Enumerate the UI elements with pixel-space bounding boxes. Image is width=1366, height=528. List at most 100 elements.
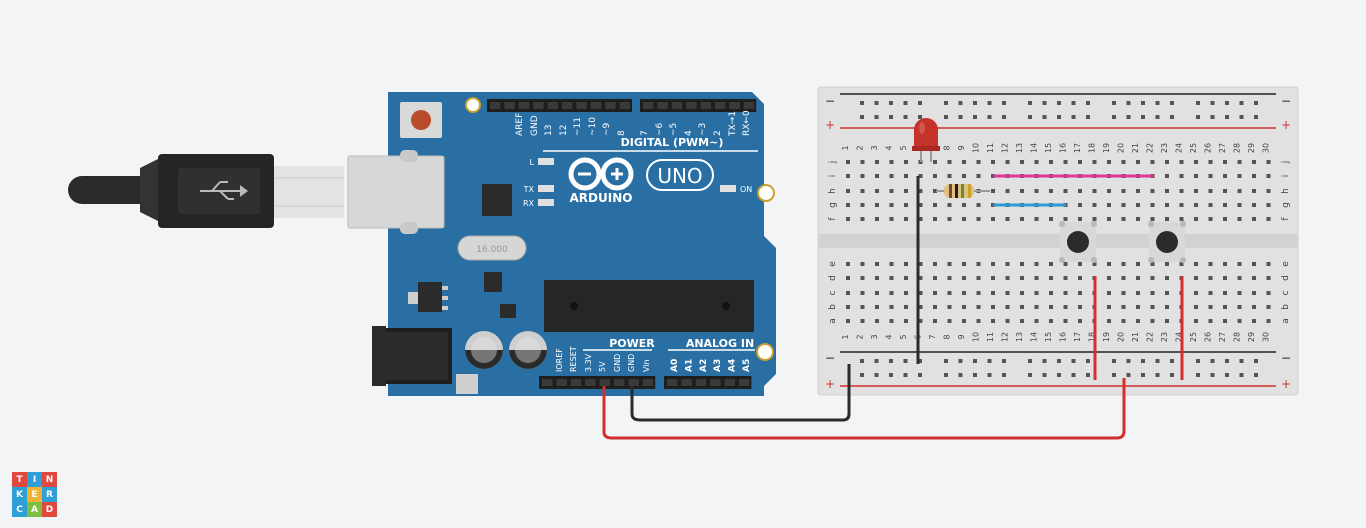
breadboard-hole[interactable] [904,319,908,323]
breadboard-hole[interactable] [904,203,908,207]
rail-hole[interactable] [1126,115,1131,119]
breadboard-hole[interactable] [1136,291,1140,295]
breadboard-hole[interactable] [1150,189,1155,193]
breadboard-hole[interactable] [904,276,908,280]
breadboard-hole[interactable] [860,262,865,266]
rail-hole[interactable] [889,115,893,119]
breadboard-hole[interactable] [918,262,923,266]
breadboard-hole[interactable] [1266,160,1271,164]
breadboard-hole[interactable] [1237,160,1242,164]
breadboard-hole[interactable] [860,174,865,178]
rail-hole[interactable] [874,359,879,363]
rail-hole[interactable] [944,359,948,363]
breadboard-hole[interactable] [1063,160,1068,164]
breadboard-hole[interactable] [904,217,908,221]
breadboard-hole[interactable] [1020,189,1024,193]
breadboard-hole[interactable] [1121,189,1126,193]
breadboard-hole[interactable] [1266,203,1271,207]
breadboard-hole[interactable] [1121,276,1126,280]
rail-hole[interactable] [973,359,977,363]
breadboard-hole[interactable] [1266,276,1271,280]
rail-hole[interactable] [1086,373,1090,377]
breadboard-hole[interactable] [1078,160,1082,164]
breadboard-hole[interactable] [1107,160,1111,164]
breadboard-hole[interactable] [1078,203,1082,207]
rail-hole[interactable] [987,101,992,105]
breadboard-hole[interactable] [991,291,995,295]
breadboard-hole[interactable] [875,262,879,266]
wire-red-5v[interactable] [602,378,1126,440]
breadboard-hole[interactable] [1107,217,1111,221]
rail-hole[interactable] [903,373,908,377]
breadboard-hole[interactable] [1194,276,1198,280]
breadboard-hole[interactable] [1136,160,1140,164]
rail-hole[interactable] [1126,101,1131,105]
analog-header[interactable] [664,376,752,389]
rail-hole[interactable] [1042,359,1047,363]
breadboard-hole[interactable] [1049,217,1053,221]
rail-hole[interactable] [1002,101,1006,105]
rail-hole[interactable] [1210,359,1215,363]
rail-hole[interactable] [1196,101,1200,105]
rail-hole[interactable] [889,373,893,377]
rail-hole[interactable] [1112,101,1116,105]
breadboard-hole[interactable] [1092,160,1097,164]
breadboard-hole[interactable] [1078,217,1082,221]
breadboard-hole[interactable] [1034,305,1039,309]
digital-pin-pin[interactable] [743,102,755,109]
rail-hole[interactable] [1155,115,1160,119]
rail-hole[interactable] [1002,373,1006,377]
breadboard-hole[interactable] [1165,203,1169,207]
breadboard-hole[interactable] [1194,319,1198,323]
breadboard-hole[interactable] [1223,262,1227,266]
rail-hole[interactable] [1057,101,1061,105]
breadboard-hole[interactable] [1179,174,1184,178]
rail-hole[interactable] [1112,373,1116,377]
breadboard-hole[interactable] [1194,217,1198,221]
breadboard-hole[interactable] [1092,217,1097,221]
breadboard-hole[interactable] [1165,189,1169,193]
rail-hole[interactable] [1086,115,1090,119]
rail-hole[interactable] [1210,115,1215,119]
breadboard-hole[interactable] [962,262,966,266]
breadboard-hole[interactable] [918,291,923,295]
breadboard-hole[interactable] [875,160,879,164]
breadboard-hole[interactable] [1136,203,1140,207]
breadboard-hole[interactable] [1121,305,1126,309]
breadboard-hole[interactable] [1266,319,1271,323]
rail-hole[interactable] [1042,115,1047,119]
rail-hole[interactable] [1112,115,1116,119]
digital-pin-pin[interactable] [576,102,587,109]
digital-pin-pin[interactable] [547,102,558,109]
breadboard-hole[interactable] [1266,189,1271,193]
breadboard-hole[interactable] [1252,276,1256,280]
rail-hole[interactable] [1254,359,1258,363]
digital-pin-pin[interactable] [686,102,697,109]
breadboard-hole[interactable] [962,305,966,309]
usb-cable[interactable] [68,154,344,228]
breadboard-hole[interactable] [1005,291,1010,295]
breadboard-hole[interactable] [1107,291,1111,295]
rail-hole[interactable] [1071,373,1076,377]
breadboard-hole[interactable] [1194,174,1198,178]
breadboard-hole[interactable] [1150,319,1155,323]
breadboard-hole[interactable] [1252,305,1256,309]
breadboard-hole[interactable] [1121,262,1126,266]
breadboard-hole[interactable] [1020,276,1024,280]
breadboard-hole[interactable] [1049,160,1053,164]
rail-hole[interactable] [903,101,908,105]
breadboard-hole[interactable] [1078,189,1082,193]
rail-hole[interactable] [1225,359,1229,363]
digital-pin-pin[interactable] [657,102,668,109]
rail-hole[interactable] [1126,373,1131,377]
breadboard-hole[interactable] [1020,305,1024,309]
breadboard-hole[interactable] [1063,217,1068,221]
rail-hole[interactable] [1057,359,1061,363]
breadboard-hole[interactable] [1179,160,1184,164]
rail-hole[interactable] [973,373,977,377]
breadboard-hole[interactable] [933,203,937,207]
breadboard-hole[interactable] [918,189,923,193]
breadboard-hole[interactable] [947,203,952,207]
rail-hole[interactable] [1170,115,1174,119]
rail-hole[interactable] [1170,359,1174,363]
